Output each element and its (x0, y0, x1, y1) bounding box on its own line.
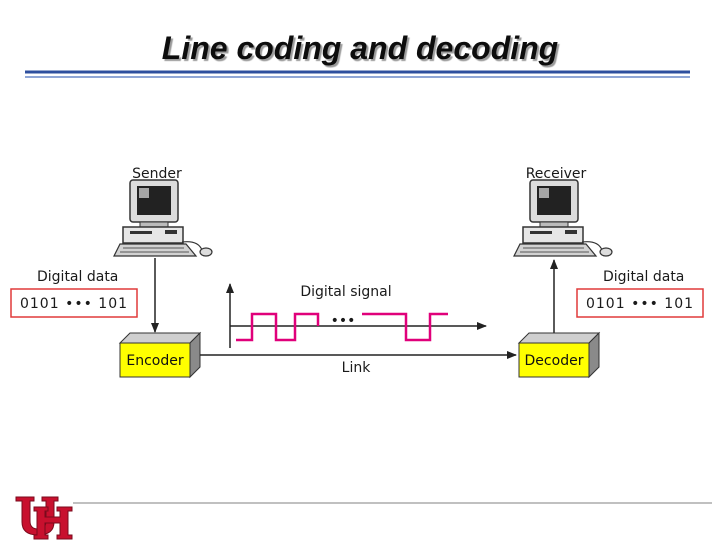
page-title: Line coding and decoding (161, 30, 559, 66)
digital-signal-label: Digital signal (300, 284, 391, 300)
left-bits: 0101 ••• 101 (20, 296, 128, 312)
decoder-box: Decoder (517, 331, 601, 379)
digital-signal-waveform (236, 312, 320, 342)
decoder-label: Decoder (525, 353, 584, 369)
receiver-computer-icon (513, 179, 613, 257)
title-rule (25, 70, 690, 78)
sender-label: Sender (132, 166, 182, 182)
signal-ellipsis: ••• (331, 313, 356, 329)
digital-signal-waveform-tail (362, 312, 448, 342)
left-data-label: Digital data (37, 269, 118, 285)
right-bits-box: 0101 ••• 101 (576, 288, 704, 318)
encoder-box: Encoder (118, 331, 202, 379)
link-label: Link (342, 360, 372, 376)
right-bits: 0101 ••• 101 (586, 296, 694, 312)
university-logo-icon (15, 496, 73, 540)
receiver-label: Receiver (526, 166, 587, 182)
left-bits-box: 0101 ••• 101 (10, 288, 138, 318)
right-data-label: Digital data (603, 269, 684, 285)
sender-computer-icon (113, 179, 213, 257)
encoder-label: Encoder (126, 353, 183, 369)
